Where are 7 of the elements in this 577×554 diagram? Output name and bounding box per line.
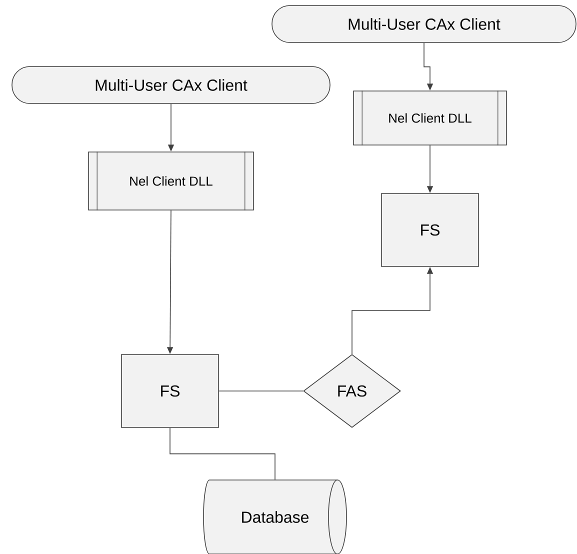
process-box: FS [121, 354, 219, 428]
subroutine-box: Nel Client DLL [353, 90, 507, 146]
process-box: FS [381, 193, 479, 267]
subroutine-box: Nel Client DLL [88, 151, 254, 211]
connector [218, 390, 304, 392]
connector [170, 428, 276, 480]
database-cylinder: Database [203, 480, 347, 554]
